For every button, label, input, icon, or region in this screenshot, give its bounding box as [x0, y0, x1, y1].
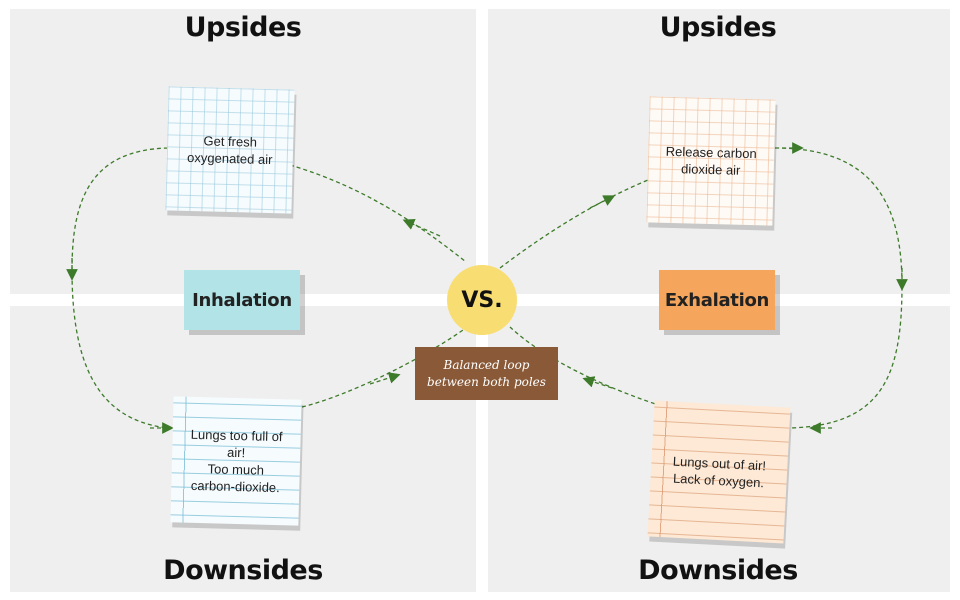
- sticky-note-downside-left[interactable]: Lungs too full of air! Too much carbon-d…: [170, 396, 302, 526]
- note-text-upside-left: Get fresh oxygenated air: [186, 133, 273, 168]
- connector-downside-right-arrow: [582, 376, 613, 389]
- pole-inhalation[interactable]: Inhalation: [184, 270, 300, 330]
- sticky-note-downside-right[interactable]: Lungs out of air! Lack of oxygen.: [647, 400, 791, 544]
- connector-downside-right-to-center: [509, 326, 669, 409]
- connector-upside-left-arrow: [402, 218, 441, 237]
- pole-exhalation[interactable]: Exhalation: [659, 270, 775, 330]
- sticky-note-upside-right[interactable]: Release carbon dioxide air: [646, 96, 776, 226]
- vs-circle[interactable]: VS.: [447, 265, 517, 335]
- sticky-note-upside-left[interactable]: Get fresh oxygenated air: [165, 86, 295, 214]
- note-text-upside-right: Release carbon dioxide air: [665, 143, 757, 178]
- note-text-downside-left: Lungs too full of air! Too much carbon-d…: [190, 426, 283, 496]
- balanced-loop-label[interactable]: Balanced loop between both poles: [415, 347, 558, 400]
- heading-upsides-left: Upsides: [184, 12, 302, 43]
- heading-downsides-right: Downsides: [638, 555, 798, 586]
- connector-upside-right-to-downside-right: [774, 147, 903, 429]
- note-text-downside-right: Lungs out of air! Lack of oxygen.: [672, 453, 767, 491]
- connector-upside-left-to-center: [289, 164, 467, 263]
- connector-upside-left-to-downside-left: [71, 147, 169, 429]
- connector-downside-left-arrow: [369, 372, 401, 385]
- balanced-loop-text: Balanced loop between both poles: [427, 357, 546, 389]
- connector-upside-right-arrow: [589, 195, 616, 209]
- heading-downsides-left: Downsides: [163, 555, 323, 586]
- heading-upsides-right: Upsides: [659, 12, 777, 43]
- connector-center-to-upside-right: [499, 179, 649, 269]
